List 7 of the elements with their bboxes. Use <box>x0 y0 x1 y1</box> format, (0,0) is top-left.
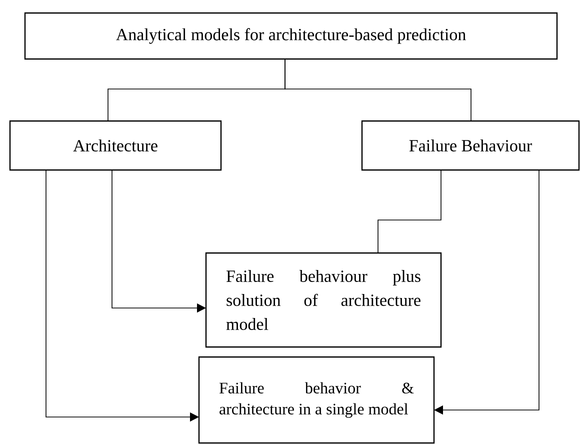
connector-line <box>378 170 442 254</box>
process-box: Analytical models for architecture-based prediction <box>24 12 558 60</box>
connector-line <box>284 58 472 122</box>
process-box: Failure behavior & architecture in a single model <box>198 356 435 444</box>
process-box: Failure behaviour plus solution of architecture model <box>205 252 442 348</box>
process-box: Architecture <box>9 120 222 171</box>
process-box: Failure Behaviour <box>361 120 580 171</box>
